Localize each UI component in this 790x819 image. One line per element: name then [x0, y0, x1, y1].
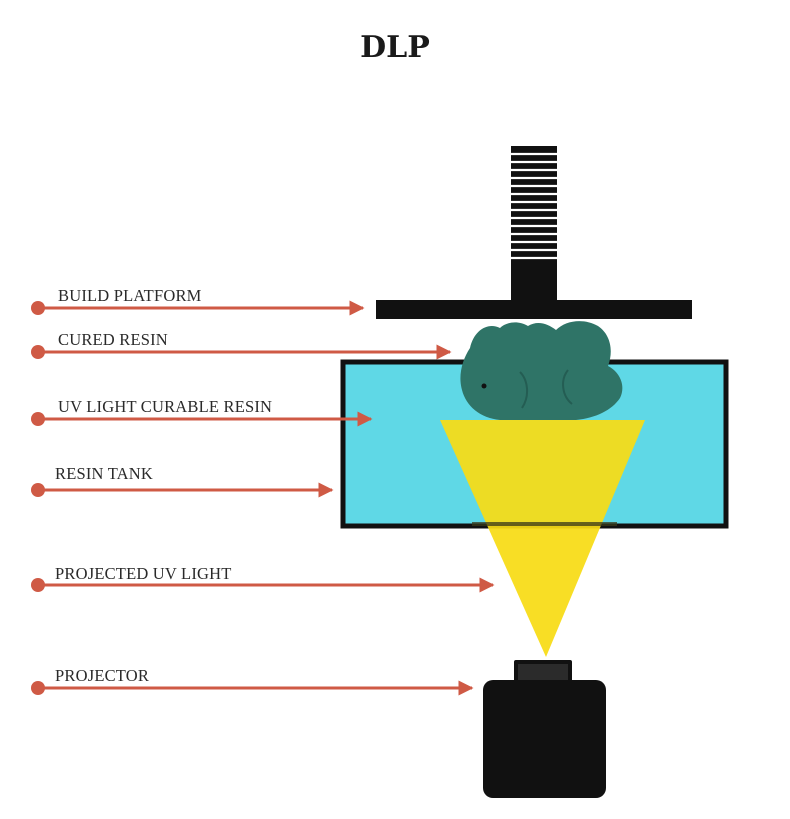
build-platform: [376, 300, 692, 319]
arrow-projector: [31, 680, 474, 696]
arrow-resin-tank: [31, 482, 334, 498]
diagram-title: DLP: [360, 30, 430, 65]
arrow-cured-resin: [31, 344, 452, 360]
cured-resin: [460, 321, 623, 420]
arrow-build-platform: [31, 300, 365, 316]
projected-uv-light: [440, 420, 645, 657]
arrow-uv-resin: [31, 411, 373, 427]
label-projector: PROJECTOR: [55, 666, 150, 685]
label-resin-tank: RESIN TANK: [55, 464, 154, 483]
cured-resin-detail: [481, 369, 573, 409]
label-build-platform: BUILD PLATFORM: [58, 286, 202, 305]
projector: [483, 660, 606, 798]
label-uv-resin: UV LIGHT CURABLE RESIN: [58, 397, 273, 416]
label-projected-uv: PROJECTED UV LIGHT: [55, 564, 232, 583]
arrow-projected-uv: [31, 577, 495, 593]
lead-screw: [511, 146, 557, 302]
label-cured-resin: CURED RESIN: [58, 330, 168, 349]
